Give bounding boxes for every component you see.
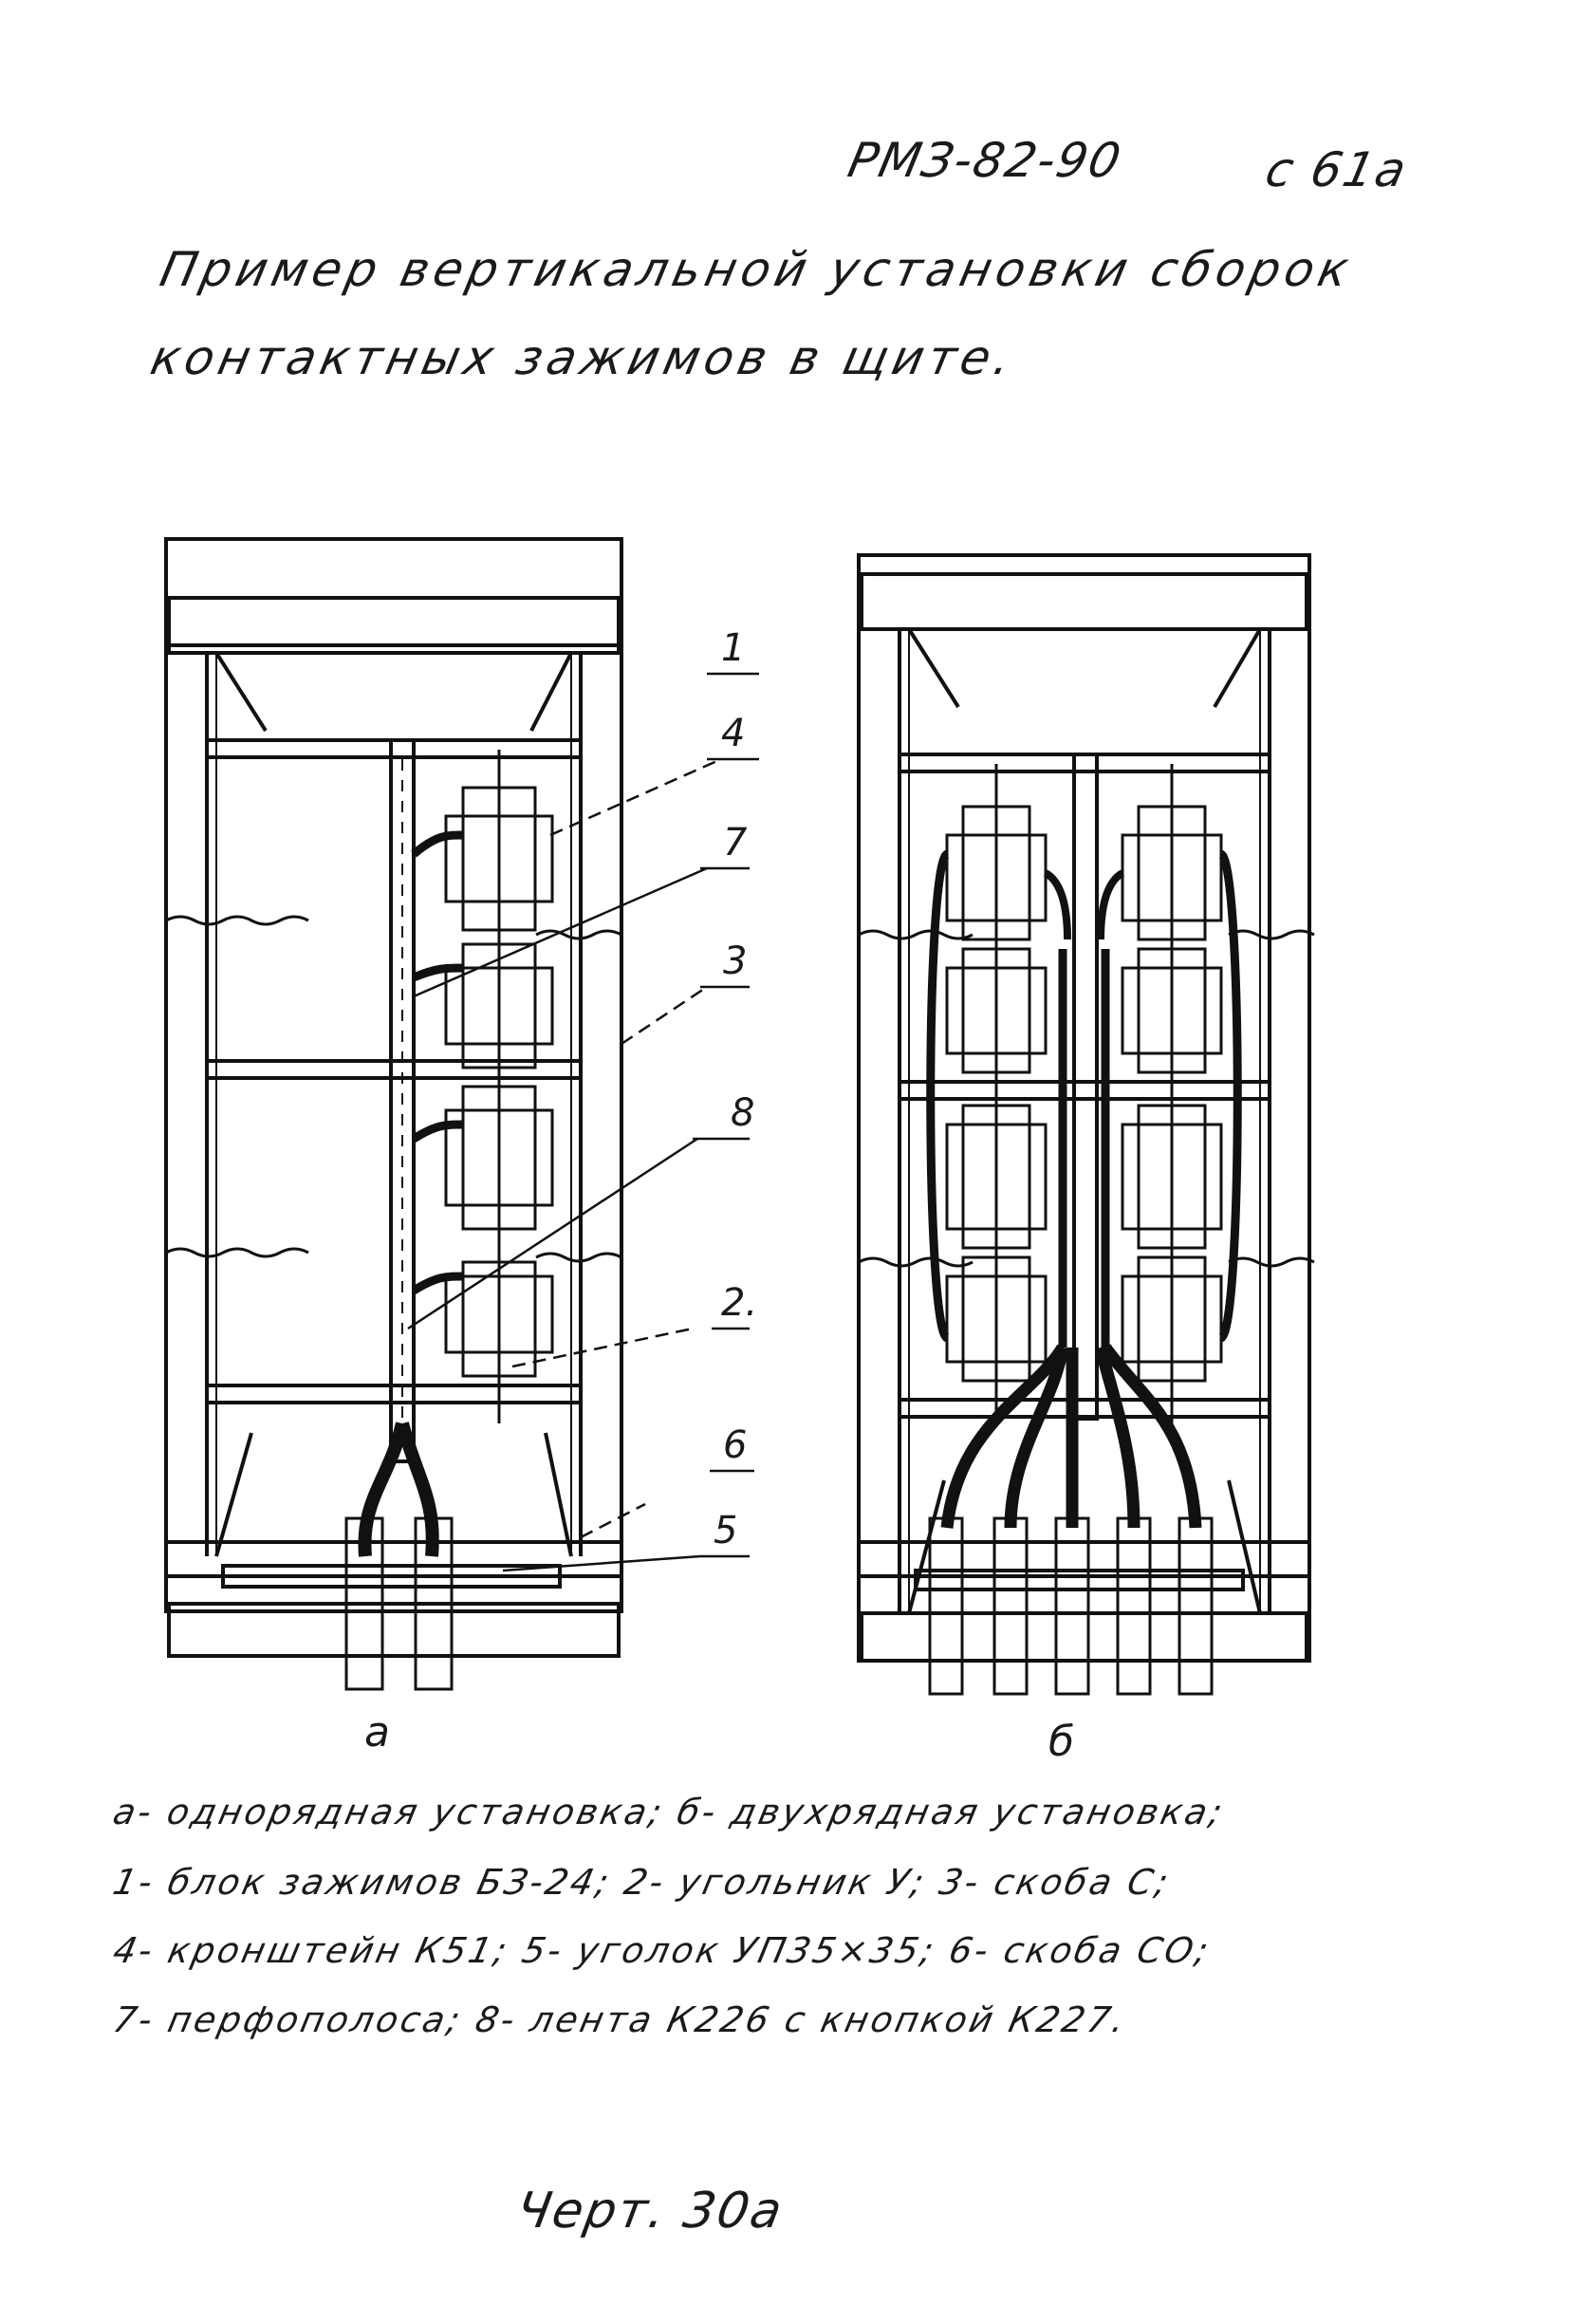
caption-a: а [364,1708,392,1757]
callout-7: 7 [723,821,748,865]
callout-5: 5 [714,1509,738,1552]
callout-2: 2. [721,1281,758,1325]
panel-b [857,553,1315,1696]
legend-line-1: а- однорядная установка; б- двухрядная у… [109,1792,1229,1832]
callout-6: 6 [723,1423,748,1467]
legend-line-3: 4- кронштейн К51; 5- уголок УП35×35; 6- … [109,1930,1215,1971]
caption-b: б [1048,1718,1077,1766]
callout-1: 1 [721,626,746,670]
legend-line-4: 7- перфополоса; 8- лента К226 с кнопкой … [109,1999,1132,2040]
callout-3: 3 [723,939,748,983]
panel-a [164,537,623,1691]
callout-4: 4 [721,712,746,755]
figure-number: Черт. 30а [511,2183,788,2240]
legend-line-2: 1- блок зажимов БЗ-24; 2- угольник У; 3-… [109,1862,1175,1903]
callout-8: 8 [731,1091,755,1135]
